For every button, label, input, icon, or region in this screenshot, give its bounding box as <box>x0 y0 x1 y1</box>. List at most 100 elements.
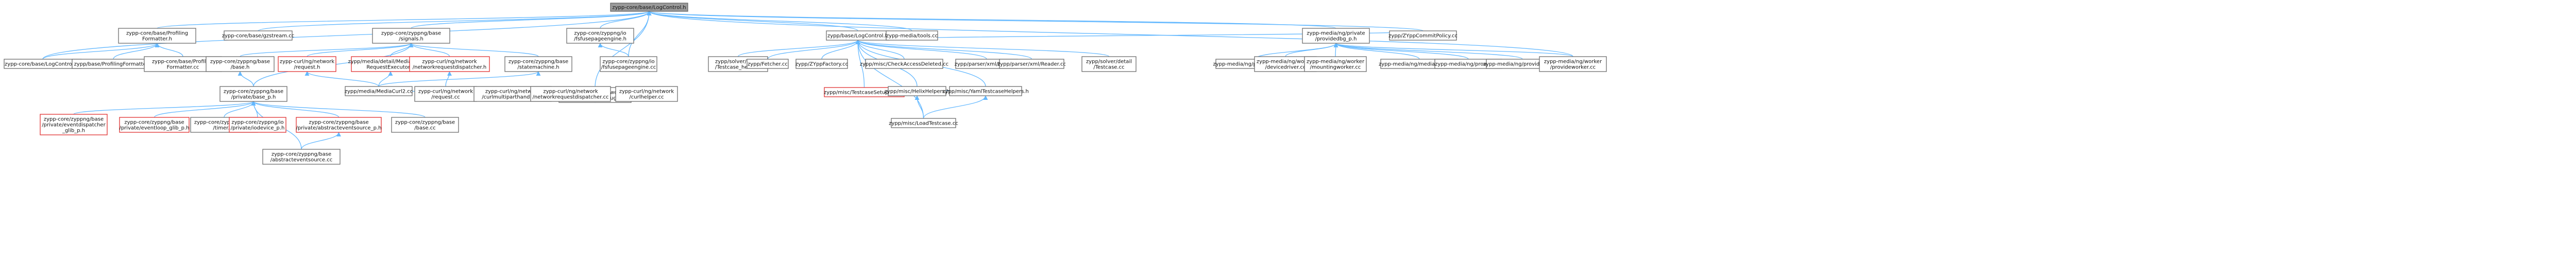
edge-root-worker_prov <box>647 11 1573 57</box>
node-label-line: zypp/base/LogControl.h <box>827 33 888 39</box>
node-label-line: zypp-media/ng/worker <box>1544 59 1602 65</box>
graph-node-helix[interactable]: zypp/misc/HelixHelpers.h <box>885 86 950 96</box>
node-box <box>262 149 341 165</box>
node-box <box>229 117 286 133</box>
graph-node-statemachine[interactable]: zypp-core/zyppng/base/statemachine.h <box>504 56 572 72</box>
graph-node-base_h[interactable]: zypp-core/zyppng/base/base.h <box>206 56 275 72</box>
graph-node-checkaccess[interactable]: zypp/misc/CheckAccessDeleted.cc <box>860 59 948 69</box>
node-box <box>1081 56 1137 72</box>
graph-node-evloop_glib[interactable]: zypp-core/zyppng/base/private/eventloop_… <box>119 117 190 133</box>
graph-node-curl_req[interactable]: zypp-curl/ng/network/request.h <box>278 56 336 72</box>
graph-node-base_logctl[interactable]: zypp/base/LogControl.h <box>826 30 890 41</box>
graph-node-profiling_h[interactable]: zypp/base/ProfilingFormatter.h <box>72 59 155 69</box>
node-layer: zypp-core/base/LogControl.h zypp-core/bas… <box>4 3 1607 165</box>
node-label-line: zypp/solver/detail <box>715 59 761 65</box>
graph-node-netdisp_cc[interactable]: zypp-curl/ng/network/networkrequestdispa… <box>530 86 611 102</box>
node-label-line: /abstracteventsource.cc <box>270 158 333 163</box>
node-label-line: zypp-curl/ng/network <box>619 89 674 95</box>
node-label-line: zypp/misc/LoadTestcase.cc <box>889 121 958 127</box>
node-label-line: /fsfusepageengine.h <box>574 37 626 42</box>
edge-base_logctl-fetcher <box>767 40 860 60</box>
graph-node-abstract_evsrc_cc[interactable]: zypp-core/zyppng/base/abstracteventsourc… <box>262 149 341 165</box>
node-box <box>795 59 848 69</box>
graph-node-fsengine_cc[interactable]: zypp-core/zyppng/io/fsfusepageengine.cc <box>600 56 657 72</box>
graph-node-logctl_cc[interactable]: zypp-core/base/LogControl.cc <box>4 59 82 69</box>
graph-node-profiling[interactable]: zypp-core/base/ProfilingFormatter.h <box>118 28 196 44</box>
node-label-line: zypp-core/zyppng/base <box>194 120 254 126</box>
graph-node-req_disp[interactable]: zypp-curl/ng/network/networkrequestdispa… <box>409 56 490 72</box>
node-box <box>1302 28 1370 44</box>
graph-node-solver_testcase[interactable]: zypp/solver/detail/Testcase.cc <box>1081 56 1137 72</box>
edge-fsengine_h-fsengine_cc <box>598 43 629 57</box>
node-box <box>949 86 1022 96</box>
graph-node-provide_p[interactable]: zypp-media/ng/private/providedbg_p.h <box>1302 28 1370 44</box>
node-label-line: zypp-media/ng/worker <box>1307 59 1365 65</box>
graph-node-abstract_evsrc[interactable]: zypp-core/zyppng/base/private/abstractev… <box>296 117 382 133</box>
node-label-line: /private/abstracteventsource_p.h <box>296 126 382 131</box>
graph-node-mediacurl2[interactable]: zypp/media/MediaCurl2.cc <box>345 86 413 96</box>
node-label-line: /request.cc <box>431 95 460 100</box>
graph-node-fetcher[interactable]: zypp/Fetcher.cc <box>747 59 789 69</box>
edge-profiling-logctl_cc <box>42 43 160 60</box>
node-label-line: zypp/ZYppCommitPolicy.cc <box>1388 33 1458 39</box>
edge-provide_p-provide_cc <box>1333 43 1469 60</box>
edge-root-commitpol <box>647 11 1423 31</box>
node-box <box>414 86 477 102</box>
node-box <box>409 56 490 72</box>
node-label-line: RequestExecutor.h <box>366 65 414 71</box>
edge-root-logctl_cc <box>42 11 652 60</box>
graph-node-evdisp_glib[interactable]: zypp-core/zyppng/base/private/eventdispa… <box>40 114 108 135</box>
edge-layer <box>42 11 1573 150</box>
graph-node-worker_prov[interactable]: zypp-media/ng/worker/provideworker.cc <box>1539 56 1607 72</box>
node-label-line: zypp-media/ng/provide.cc <box>1435 62 1502 67</box>
node-label-line: zypp/Fetcher.cc <box>748 62 788 67</box>
edge-root-fsengine_cc <box>628 11 652 57</box>
node-box <box>891 118 956 128</box>
node-label-line: zypp-curl/ng/network <box>280 59 334 65</box>
edge-req_exec-mediacurl2 <box>378 71 393 87</box>
node-label-line: /devicedriver.cc <box>1265 65 1306 71</box>
edge-base_logctl-solver_testcase <box>855 40 1110 57</box>
graph-node-zyppfactory[interactable]: zypp/ZYppFactory.cc <box>795 59 848 69</box>
node-label-line: zypp-media/ng/mediaverifier.cc <box>1379 62 1460 67</box>
node-box <box>40 114 108 135</box>
graph-node-signals[interactable]: zypp-core/zyppng/base/signals.h <box>372 28 450 44</box>
graph-node-worker_mount[interactable]: zypp-media/ng/worker/mountingworker.cc <box>1304 56 1367 72</box>
node-label-line: /Testcase_helix.cc <box>715 65 761 71</box>
node-label-line: zypp/ZYppFactory.cc <box>795 62 848 67</box>
edge-provide_p-mediaverifier <box>1333 43 1420 60</box>
edge-profiling-profiling_cc <box>155 43 183 57</box>
graph-node-loadtestcase[interactable]: zypp/misc/LoadTestcase.cc <box>889 118 958 128</box>
edge-provide_p-worker_mount <box>1333 43 1338 57</box>
graph-node-mediatools[interactable]: zypp-media/tools.cc <box>886 30 938 41</box>
node-box <box>372 28 450 44</box>
node-label-line: zypp-media/ng/provideitem.cc <box>1483 62 1562 67</box>
graph-node-fsengine_h[interactable]: zypp-core/zyppng/io/fsfusepageengine.h <box>566 28 634 44</box>
edge-base_logctl-parser_reader <box>855 40 1032 60</box>
edge-abstract_evsrc-abstract_evsrc_cc <box>301 132 342 150</box>
graph-node-parser_reader[interactable]: zypp/parser/xml/Reader.cc <box>997 59 1066 69</box>
node-label-line: zypp-core/zyppng/base <box>210 59 270 65</box>
graph-node-iodevice[interactable]: zypp-core/zyppng/io/private/iodevice_p.h <box>229 117 286 133</box>
node-label-line: /provideworker.cc <box>1550 65 1596 71</box>
graph-node-req_cc[interactable]: zypp-curl/ng/network/request.cc <box>414 86 477 102</box>
graph-node-yamltest[interactable]: zypp/misc/YamlTestcaseHelpers.h <box>942 86 1029 96</box>
graph-node-curlhelper[interactable]: zypp-curl/ng/network/curlhelper.cc <box>615 86 678 102</box>
node-label-line: /base.cc <box>414 126 435 131</box>
node-box <box>566 28 634 44</box>
edge-provide_p-worker_prov <box>1333 43 1573 57</box>
edge-base_p-evdisp_glib <box>73 101 256 115</box>
graph-node-commitpol[interactable]: zypp/ZYppCommitPolicy.cc <box>1388 30 1458 41</box>
node-label-line: zypp-core/base/Profiling <box>126 31 188 37</box>
graph-node-gzstream[interactable]: zypp-core/base/gzstream.cc <box>222 30 295 41</box>
node-label-line: /curlmultiparthandler.cc <box>482 95 544 100</box>
node-box <box>224 30 293 41</box>
graph-node-base_p[interactable]: zypp-core/zyppng/base/private/base_p.h <box>219 86 287 102</box>
node-label-line: zypp-curl/ng/network <box>543 89 598 95</box>
node-label-line: /Testcase.cc <box>1093 65 1124 71</box>
node-label-line: zypp-media/ng/private <box>1307 31 1365 37</box>
graph-node-root[interactable]: zypp-core/base/LogControl.h <box>610 3 688 12</box>
node-label-line: zypp-core/zyppng/base <box>44 117 104 123</box>
graph-node-base_cc[interactable]: zypp-core/zyppng/base/base.cc <box>391 117 459 133</box>
edge-base_p-abstract_evsrc <box>251 101 340 118</box>
